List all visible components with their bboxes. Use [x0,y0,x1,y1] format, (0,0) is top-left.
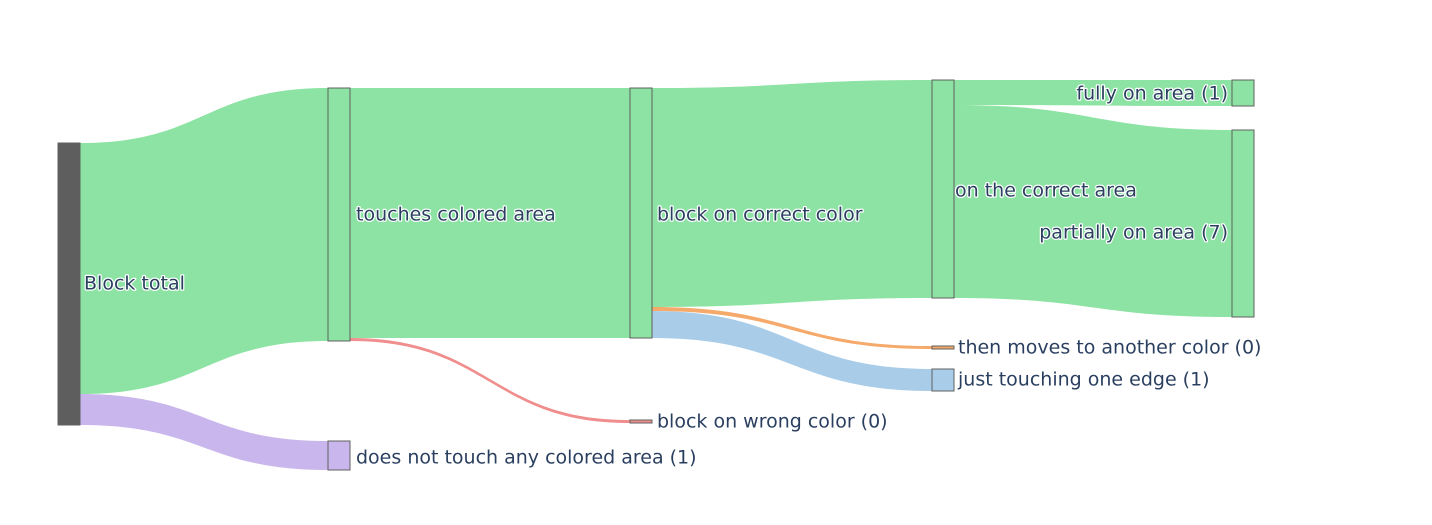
sankey-label-then-moves-to-another-color: then moves to another color (0) [958,337,1261,359]
sankey-node-partially-on-area[interactable] [1231,129,1255,318]
sankey-node-fully-on-area[interactable] [1231,79,1255,107]
sankey-label-block-on-correct-color: block on correct color [657,204,863,226]
sankey-link-block-on-correct-color-to-just-touching-one-edge[interactable] [652,311,932,391]
sankey-link-on-the-correct-area-to-partially-on-area[interactable] [954,105,1232,317]
sankey-node-then-moves-to-another-color[interactable] [931,345,955,350]
sankey-link-block-on-correct-color-to-then-moves-to-another-color[interactable] [652,307,932,349]
link-layer [80,80,1232,470]
sankey-node-just-touching-one-edge[interactable] [931,368,955,392]
sankey-label-block-on-wrong-color: block on wrong color (0) [657,411,888,433]
sankey-link-block-on-correct-color-to-on-the-correct-area[interactable] [652,80,932,307]
sankey-link-touches-colored-area-to-block-on-wrong-color[interactable] [350,338,630,423]
sankey-node-does-not-touch-any-colored-area[interactable] [327,440,351,471]
label-layer: Block total touches colored area does not … [83,81,1263,469]
sankey-node-block-total[interactable] [57,142,81,426]
sankey-label-fully-on-area: fully on area (1) [1076,83,1228,105]
sankey-link-touches-colored-area-to-block-on-correct-color[interactable] [350,88,630,338]
sankey-node-block-on-correct-color[interactable] [629,87,653,339]
sankey-node-block-on-wrong-color[interactable] [629,419,653,424]
sankey-label-does-not-touch-any-colored-area: does not touch any colored area (1) [356,447,697,469]
sankey-link-on-the-correct-area-to-fully-on-area[interactable] [954,80,1232,106]
sankey-node-touches-colored-area[interactable] [327,87,351,342]
sankey-node-on-the-correct-area[interactable] [931,79,955,299]
node-layer [57,79,1255,471]
sankey-label-on-the-correct-area: on the correct area [955,180,1137,202]
sankey-label-block-total: Block total [84,273,185,295]
sankey-link-block-total-to-does-not-touch-any-colored-area[interactable] [80,394,328,470]
sankey-link-block-total-to-touches-colored-area[interactable] [80,88,328,394]
sankey-label-just-touching-one-edge: just touching one edge (1) [957,369,1210,391]
sankey-label-partially-on-area: partially on area (7) [1039,222,1228,244]
sankey-label-touches-colored-area: touches colored area [356,204,556,226]
